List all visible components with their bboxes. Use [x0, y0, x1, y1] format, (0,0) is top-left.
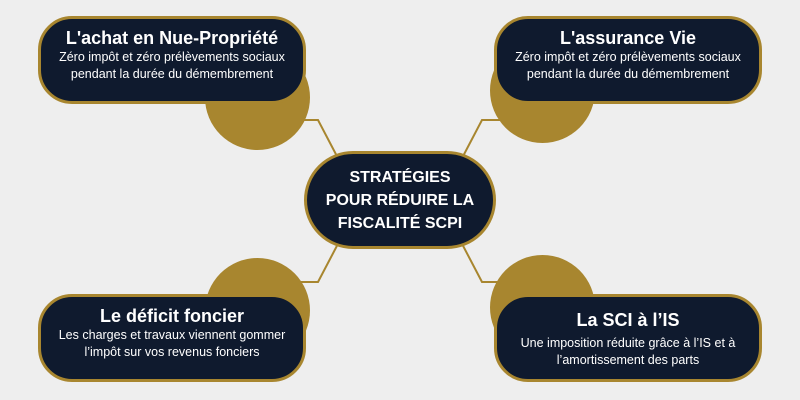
- node-title: L'assurance Vie: [559, 28, 697, 48]
- central-topic: STRATÉGIES POUR RÉDUIRE LA FISCALITÉ SCP…: [304, 151, 496, 249]
- node-sci-is: La SCI à l’IS Une imposition réduite grâ…: [494, 294, 762, 382]
- central-topic-title: STRATÉGIES POUR RÉDUIRE LA FISCALITÉ SCP…: [325, 168, 475, 232]
- node-title: L'achat en Nue-Propriété: [65, 28, 279, 48]
- node-description: Les charges et travaux viennent gommer l…: [58, 328, 286, 359]
- node-description: Une imposition réduite grâce à l’IS et à…: [520, 336, 736, 367]
- node-assurance-vie: L'assurance Vie Zéro impôt et zéro prélè…: [494, 16, 762, 104]
- node-description: Zéro impôt et zéro prélèvements sociaux …: [59, 50, 285, 81]
- node-title: La SCI à l’IS: [576, 310, 680, 330]
- node-title: Le déficit foncier: [99, 306, 245, 326]
- node-description: Zéro impôt et zéro prélèvements sociaux …: [515, 50, 741, 81]
- node-deficit-foncier: Le déficit foncier Les charges et travau…: [38, 294, 306, 382]
- node-nue-propriete: L'achat en Nue-Propriété Zéro impôt et z…: [38, 16, 306, 104]
